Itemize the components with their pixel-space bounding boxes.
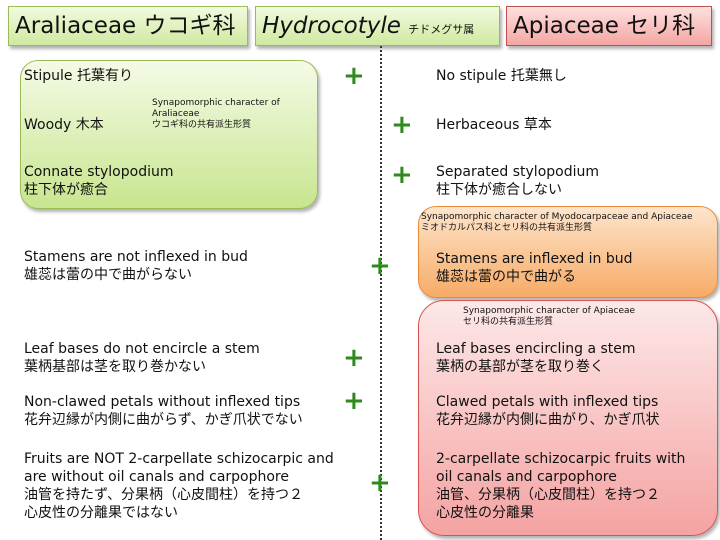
hydrocotyle-jp: チドメグサ属 [408,23,475,36]
plus-icon-leaf: + [343,343,365,373]
right-stipule: No stipule 托葉無し [436,68,567,84]
left-fruits: Fruits are NOT 2-carpellate schizocarpic… [24,451,334,521]
araliaceae-synapomorphy-box [20,60,318,209]
header-apiaceae: Apiaceae セリ科 [506,6,712,46]
plus-icon-petals: + [343,386,365,416]
left-woody: Woody 木本 [24,117,104,133]
plus-icon-stylopodium: + [391,160,413,190]
plus-icon-herb: + [391,110,413,140]
plus-icon-stipule: + [343,61,365,91]
right-herb: Herbaceous 草本 [436,117,552,133]
myodocarpaceae-apiaceae-box [418,206,718,298]
header-hydrocotyle: Hydrocotyle チドメグサ属 [255,6,500,46]
orange-note: Synapomorphic character of Myodocarpacea… [421,212,693,233]
plus-icon-fruits: + [369,468,391,498]
left-stipule: Stipule 托葉有り [24,68,133,84]
plus-icon-stamens: + [369,251,391,281]
apiaceae-synapomorphy-box [418,300,718,536]
divider-dotted-line [380,46,382,540]
header-araliaceae: Araliaceae ウコギ科 [8,6,248,46]
hydrocotyle-label: Hydrocotyle [262,13,401,39]
